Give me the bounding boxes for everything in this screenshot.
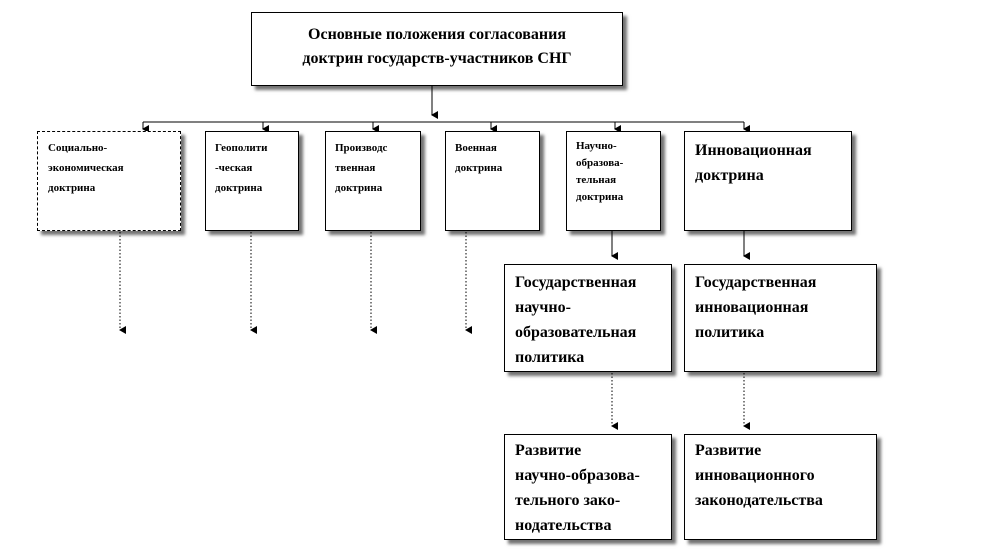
- doctrine-label: Социально- экономическая доктрина: [48, 142, 124, 194]
- doctrine-box-geopolitical: Геополити -ческая доктрина: [205, 131, 299, 231]
- doctrine-label: Производс твенная доктрина: [335, 142, 388, 194]
- legislation-box-science-education: Развитие научно-образова- тельного зако-…: [504, 434, 672, 540]
- doctrine-label: Научно- образова- тельная доктрина: [576, 140, 624, 203]
- policy-box-science-education: Государственная научно- образовательная …: [504, 264, 672, 372]
- doctrine-box-innovation: Инновационная доктрина: [684, 131, 852, 231]
- doctrine-box-military: Военная доктрина: [445, 131, 540, 231]
- doctrine-label: Военная доктрина: [455, 142, 503, 174]
- legislation-label: Развитие научно-образова- тельного зако-…: [515, 442, 640, 534]
- doctrine-label: Геополити -ческая доктрина: [215, 142, 268, 194]
- policy-label: Государственная научно- образовательная …: [515, 274, 637, 366]
- doctrine-box-socio-economic: Социально- экономическая доктрина: [37, 131, 181, 231]
- policy-box-innovation: Государственная инновационная политика: [684, 264, 877, 372]
- doctrine-box-production: Производс твенная доктрина: [325, 131, 421, 231]
- legislation-label: Развитие инновационного законодательства: [695, 442, 823, 509]
- doctrine-label: Инновационная доктрина: [695, 142, 812, 184]
- title-box: Основные положения согласования доктрин …: [251, 12, 623, 86]
- legislation-box-innovation: Развитие инновационного законодательства: [684, 434, 877, 540]
- doctrine-box-science-education: Научно- образова- тельная доктрина: [566, 131, 661, 231]
- title-text: Основные положения согласования доктрин …: [302, 26, 572, 67]
- policy-label: Государственная инновационная политика: [695, 274, 817, 341]
